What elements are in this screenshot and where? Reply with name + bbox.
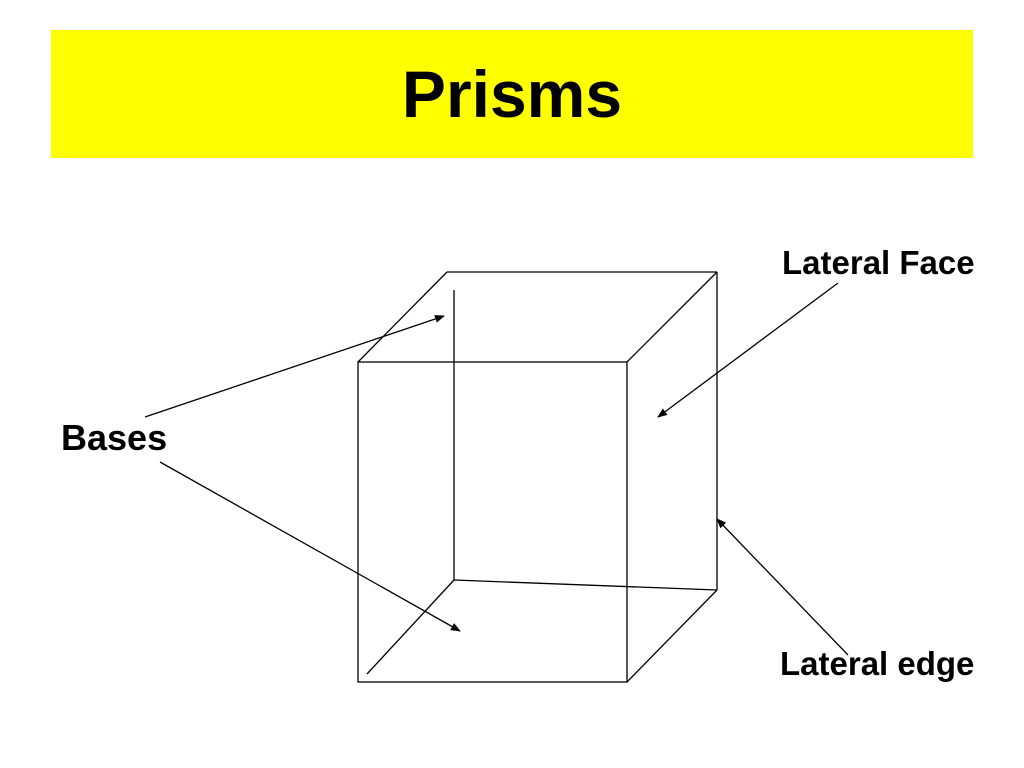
top-right-edge: [626, 271, 718, 363]
bottom-right-edge: [626, 589, 718, 683]
top-left-edge: [357, 271, 448, 363]
lateral-edge-label: Lateral edge: [780, 645, 975, 682]
hidden-bottom-back-edge: [453, 579, 718, 591]
bases-arrow-top: [144, 315, 445, 418]
lateral-face-label: Lateral Face: [782, 244, 975, 281]
hidden-bottom-left-edge: [366, 579, 455, 675]
front-face: [357, 361, 628, 683]
lateral-edge-arrow: [716, 518, 849, 656]
slide-title: Prisms: [401, 57, 623, 131]
bases-label: Bases: [61, 417, 168, 458]
prism-edges: [357, 271, 718, 683]
lateral-face-arrow: [657, 282, 839, 418]
annotation-arrows: [144, 282, 849, 656]
title-banner: Prisms: [51, 30, 973, 158]
bases-arrow-bottom: [159, 461, 461, 632]
